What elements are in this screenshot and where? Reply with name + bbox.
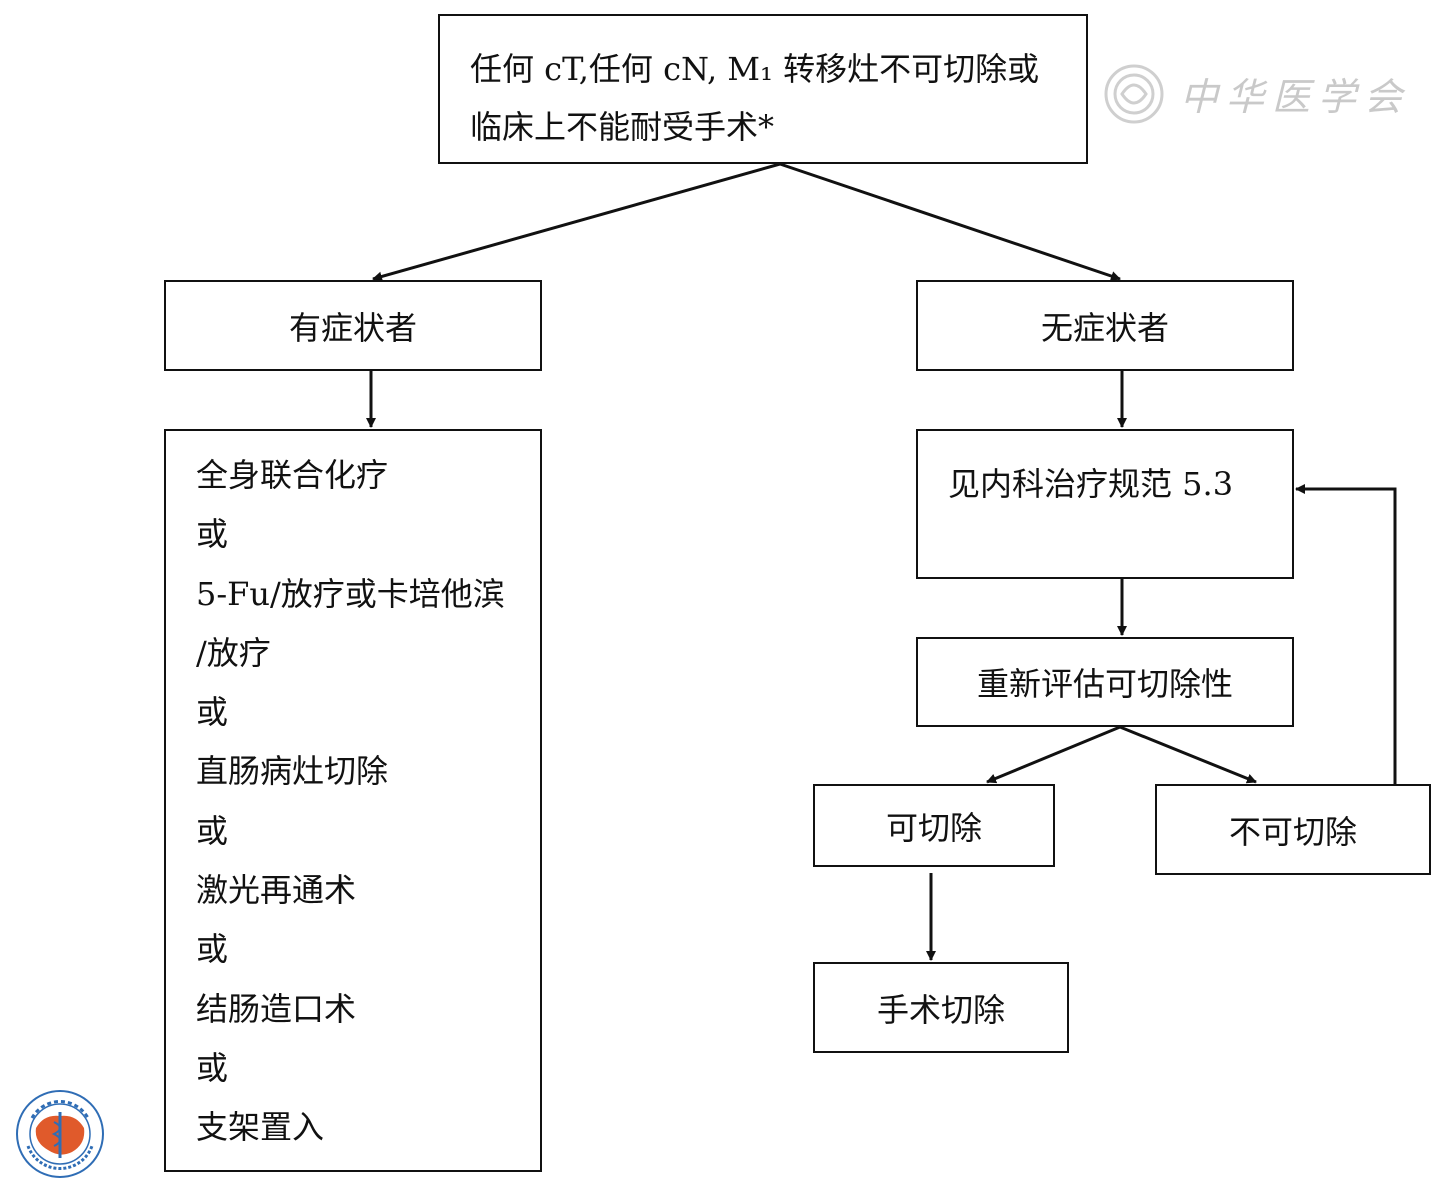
node-medical-treatment: 见内科治疗规范 5.3: [916, 429, 1294, 579]
treatment-option: 或: [196, 811, 229, 850]
node-surgical-resection: 手术切除: [813, 962, 1069, 1053]
node-stage-m1-line2: 临床上不能耐受手术*: [470, 108, 775, 146]
node-stage-m1: 任何 cT,任何 cN, M₁ 转移灶不可切除或 临床上不能耐受手术*: [438, 14, 1088, 164]
treatment-option: 结肠造口术: [196, 989, 357, 1028]
node-reassess-resectability: 重新评估可切除性: [916, 637, 1294, 727]
node-symptomatic: 有症状者: [164, 280, 542, 371]
node-unresectable: 不可切除: [1155, 784, 1431, 875]
treatment-options-list: 全身联合化疗 或 5-Fu/放疗或卡培他滨 /放疗 或 直肠病灶切除 或 激光再…: [196, 453, 505, 1165]
treatment-option: 支架置入: [196, 1108, 325, 1147]
node-asymptomatic: 无症状者: [916, 280, 1294, 371]
watermark: [1104, 64, 1164, 124]
node-medical-treatment-label: 见内科治疗规范 5.3: [948, 465, 1234, 503]
treatment-option: /放疗: [196, 633, 271, 672]
treatment-option: 或: [196, 1048, 229, 1087]
arrow-reassess-to-unresectable: [1119, 725, 1257, 784]
node-unresectable-label: 不可切除: [1228, 812, 1357, 851]
seal-icon: [1104, 64, 1164, 124]
cma-emblem-icon: [16, 1090, 104, 1178]
node-resectable-label: 可切除: [885, 808, 982, 847]
treatment-option: 直肠病灶切除: [196, 752, 389, 791]
treatment-option: 或: [196, 930, 229, 969]
watermark-text: 中华医学会: [1180, 75, 1411, 119]
arrow-top-to-asymptomatic: [779, 162, 1121, 281]
arrow-reassess-to-resectable: [986, 725, 1121, 784]
node-stage-m1-line1: 任何 cT,任何 cN, M₁ 转移灶不可切除或: [470, 50, 1040, 88]
node-asymptomatic-label: 无症状者: [1040, 308, 1169, 347]
treatment-option: 或: [196, 515, 229, 554]
node-surgical-resection-label: 手术切除: [876, 990, 1005, 1029]
treatment-option: 全身联合化疗: [196, 456, 389, 494]
node-treatment-options: 全身联合化疗 或 5-Fu/放疗或卡培他滨 /放疗 或 直肠病灶切除 或 激光再…: [164, 429, 542, 1172]
treatment-option: 激光再通术: [196, 871, 357, 910]
treatment-option: 5-Fu/放疗或卡培他滨: [196, 574, 505, 613]
arrow-unresectable-loop-to-medical: [1295, 484, 1397, 784]
arrow-top-to-symptomatic: [372, 162, 781, 282]
node-reassess-label: 重新评估可切除性: [976, 665, 1233, 703]
node-symptomatic-label: 有症状者: [288, 308, 417, 347]
treatment-option: 或: [196, 693, 229, 732]
node-resectable: 可切除: [813, 784, 1055, 867]
